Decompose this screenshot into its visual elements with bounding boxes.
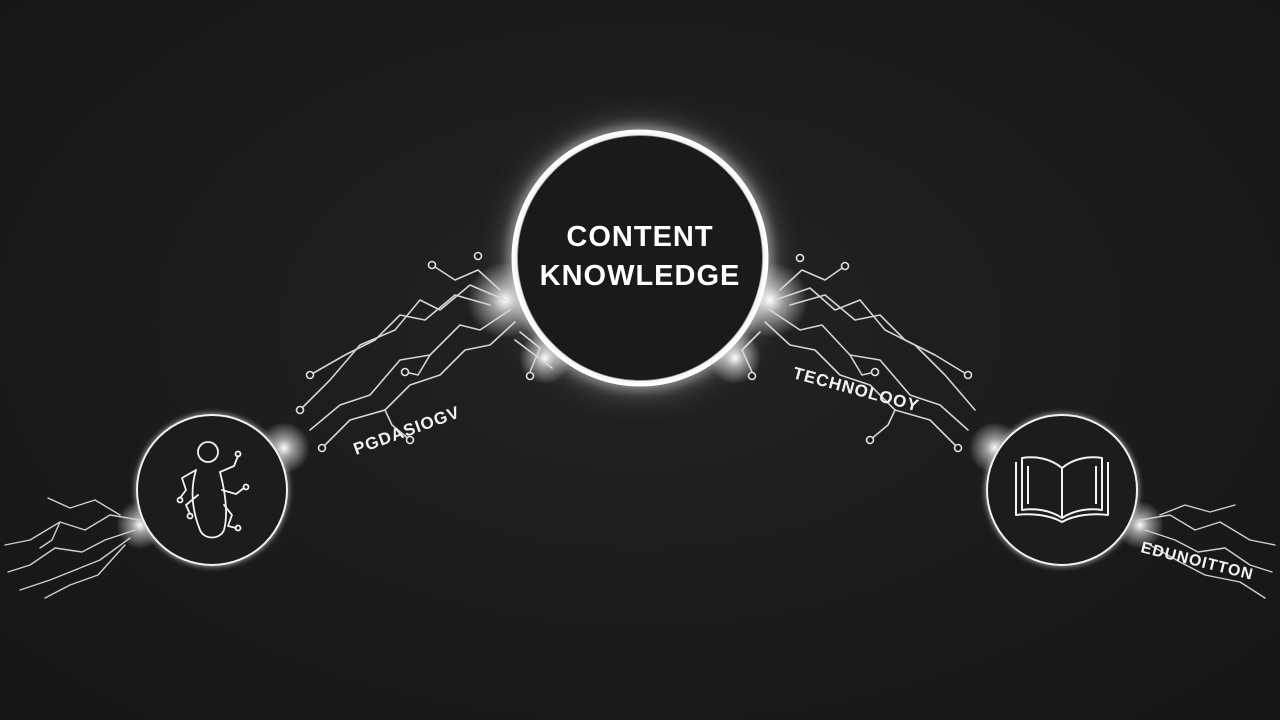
trace bbox=[1139, 514, 1276, 546]
trace-end bbox=[317, 443, 327, 453]
trace bbox=[519, 331, 541, 373]
circuit-traces-bottom-left bbox=[4, 497, 141, 599]
trace-end bbox=[795, 253, 805, 263]
center-node-glow-ring bbox=[511, 129, 769, 387]
left-node-ring bbox=[136, 414, 288, 566]
trace-end bbox=[525, 371, 535, 381]
trace-end bbox=[870, 367, 880, 377]
trace bbox=[431, 264, 501, 291]
trace-end bbox=[473, 251, 483, 261]
circuit-nodes-right bbox=[747, 253, 973, 453]
open-book-icon bbox=[1015, 456, 1109, 523]
trace bbox=[309, 309, 511, 431]
trace bbox=[19, 537, 131, 591]
trace bbox=[4, 514, 141, 546]
circuit-nodes-left bbox=[295, 251, 535, 453]
trace-end bbox=[305, 370, 315, 380]
center-node-title-line-2: KNOWLEDGE bbox=[540, 260, 741, 292]
trace bbox=[299, 284, 506, 411]
trace bbox=[764, 321, 959, 449]
trace bbox=[514, 339, 553, 369]
left-node bbox=[136, 414, 288, 566]
trace-end bbox=[405, 435, 415, 445]
trace bbox=[1144, 529, 1273, 573]
trace-end bbox=[400, 367, 410, 377]
trace bbox=[789, 294, 969, 376]
trace bbox=[7, 529, 136, 573]
person-circuit-icon bbox=[176, 441, 250, 539]
trace bbox=[741, 331, 761, 373]
trace bbox=[39, 521, 61, 549]
trace-end bbox=[747, 371, 757, 381]
trace bbox=[404, 354, 431, 376]
trace bbox=[769, 309, 969, 431]
trace bbox=[774, 287, 976, 411]
right-node bbox=[986, 414, 1138, 566]
trace bbox=[1159, 504, 1236, 516]
trace-end bbox=[865, 435, 875, 445]
trace bbox=[309, 294, 491, 376]
trace-end bbox=[953, 443, 963, 453]
center-node-ring bbox=[514, 132, 766, 384]
trace-end bbox=[295, 405, 305, 415]
bottom-right-label: EDUNOITTON bbox=[1139, 539, 1255, 583]
center-node: CONTENT KNOWLEDGE bbox=[511, 129, 769, 387]
center-node-disc bbox=[518, 136, 762, 380]
trace-end bbox=[427, 260, 437, 270]
circuit-traces-left bbox=[299, 264, 553, 449]
trace bbox=[384, 409, 411, 441]
trace bbox=[779, 265, 846, 291]
trace-end bbox=[963, 370, 973, 380]
circuit-traces-bottom-right bbox=[1139, 504, 1276, 599]
trace bbox=[869, 409, 896, 441]
center-node-title-line-1: CONTENT bbox=[566, 221, 713, 253]
trace bbox=[321, 321, 516, 449]
trace bbox=[44, 544, 126, 599]
right-branch-label: TECHNOLOOY bbox=[791, 364, 921, 416]
left-branch-label: PGDASIOGV bbox=[351, 403, 463, 459]
trace bbox=[1149, 544, 1266, 599]
trace bbox=[47, 497, 121, 516]
trace bbox=[849, 354, 876, 376]
circuit-traces-right bbox=[741, 265, 976, 449]
trace-end bbox=[840, 261, 850, 271]
